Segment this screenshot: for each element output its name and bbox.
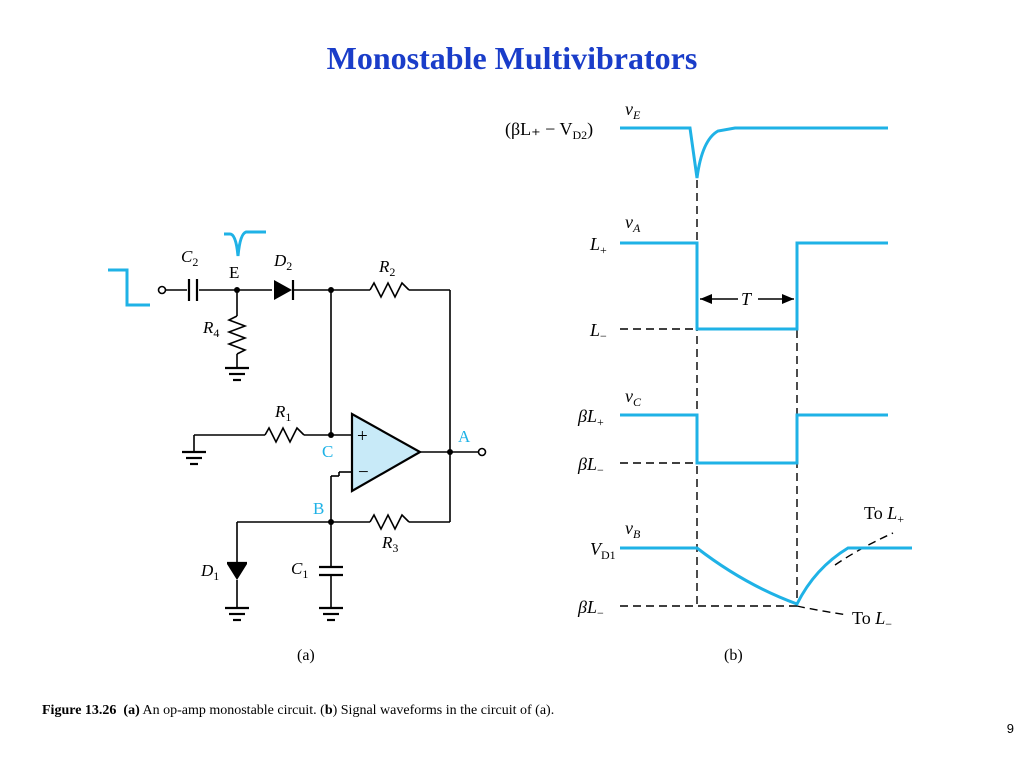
figure-caption: Figure 13.26 (a) An op-amp monostable ci…	[42, 703, 554, 719]
opamp-triangle	[350, 412, 423, 493]
label-to-high: To L+	[864, 503, 904, 526]
label-node-c: C	[322, 442, 333, 461]
label-vb-name: vB	[625, 518, 641, 541]
label-to-low: To L−	[852, 608, 892, 631]
page-number: 9	[1006, 721, 1014, 736]
label-node-a: A	[458, 427, 471, 446]
label-ve-level: (βL₊ − VD2)	[505, 119, 593, 142]
waveform-guides	[620, 180, 894, 616]
label-ve-name: vE	[625, 99, 641, 122]
label-c2: C2	[181, 247, 198, 269]
caption-part-b-text: ) Signal waveforms in the circuit of (a)…	[332, 703, 555, 718]
output-terminal	[477, 447, 487, 457]
r3-resistor	[369, 513, 410, 531]
caption-part-a-tag: (a)	[123, 703, 140, 718]
waveform-traces	[620, 126, 912, 606]
label-vb-high: VD1	[590, 539, 616, 562]
ground-c1-icon	[319, 606, 343, 622]
vb-asymptote-low	[796, 605, 849, 616]
node-a-dot	[447, 449, 453, 455]
label-va-high: L+	[589, 234, 607, 257]
ground-r1-icon	[182, 450, 206, 466]
input-terminal	[157, 285, 167, 295]
waveform-labels: vE (βL₊ − VD2) vA L+ L− T vC βL+ βL− vB …	[505, 99, 904, 664]
trace-vb	[620, 546, 912, 606]
r1-resistor	[264, 426, 305, 444]
label-node-e: E	[229, 263, 239, 282]
circuit-labels: C2 E D2 R2 R4 R1 R3 D1 C1 + − A B C (a)	[181, 247, 471, 664]
label-va-name: vA	[625, 212, 641, 235]
label-vc-low: βL−	[577, 454, 604, 477]
ground-r4-icon	[225, 366, 249, 382]
caption-figure-number: Figure 13.26	[42, 703, 117, 718]
slide-title: Monostable Multivibrators	[326, 40, 698, 76]
panel-label-a: (a)	[297, 647, 315, 664]
label-r2: R2	[378, 257, 395, 279]
r4-resistor	[226, 315, 248, 355]
trace-va	[620, 241, 888, 331]
opamp-minus: −	[358, 462, 369, 483]
label-va-low: L−	[589, 320, 607, 343]
label-period-t: T	[741, 289, 753, 309]
trace-vc	[620, 413, 888, 465]
label-d1: D1	[200, 561, 219, 583]
label-node-b: B	[313, 499, 324, 518]
circuit-diagram	[108, 230, 487, 622]
r2-resistor	[369, 281, 410, 299]
opamp-plus: +	[357, 426, 368, 447]
d1-diode	[227, 564, 247, 580]
trigger-spike-icon	[224, 230, 266, 257]
label-vc-name: vC	[625, 386, 642, 409]
label-c1: C1	[291, 559, 308, 581]
label-r1: R1	[274, 402, 291, 424]
label-d2: D2	[273, 251, 292, 273]
input-step-icon	[108, 268, 150, 307]
caption-part-b-tag: b	[324, 703, 333, 718]
label-r3: R3	[381, 533, 398, 555]
ground-d1-icon	[225, 606, 249, 622]
label-vb-low: βL−	[577, 597, 604, 620]
panel-label-b: (b)	[724, 647, 743, 664]
trace-ve	[620, 126, 888, 179]
d2-diode	[274, 280, 292, 300]
label-vc-high: βL+	[577, 406, 604, 429]
period-t-arrow	[700, 294, 794, 304]
label-r4: R4	[202, 318, 219, 340]
caption-part-a-text: An op-amp monostable circuit. (	[139, 703, 325, 718]
